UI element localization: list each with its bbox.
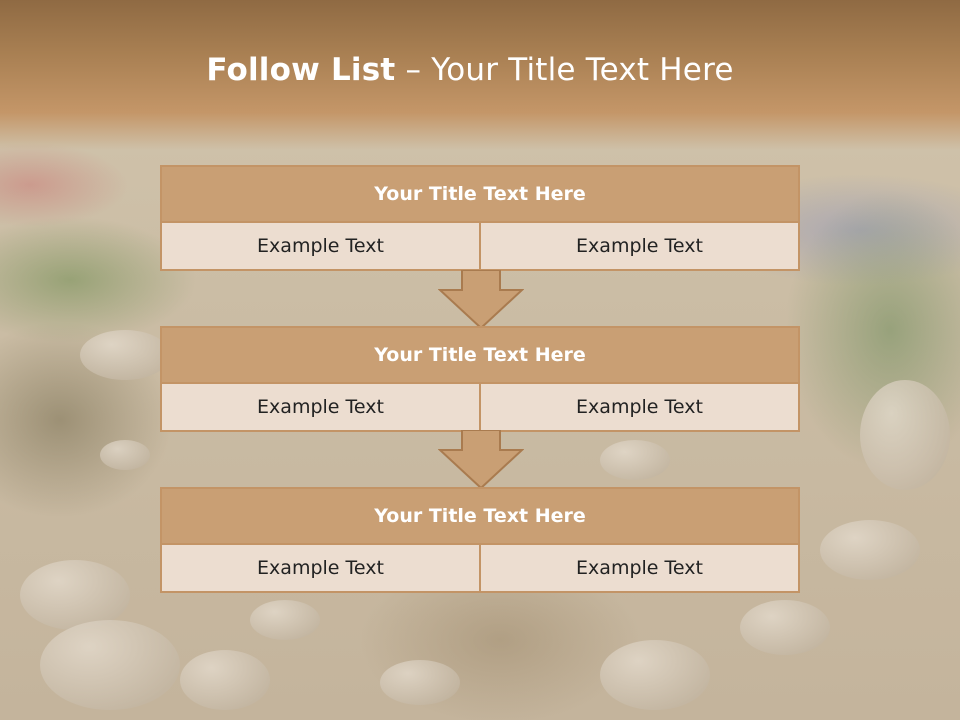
down-arrow-icon — [438, 270, 524, 330]
step-left-text: Example Text — [162, 223, 479, 269]
slide-title-bold: Follow List — [206, 52, 396, 88]
step-heading: Your Title Text Here — [162, 167, 798, 223]
step-left-text: Example Text — [162, 545, 479, 591]
step-right-text: Example Text — [479, 384, 798, 430]
step-right-text: Example Text — [479, 545, 798, 591]
slide-header-band — [0, 0, 960, 150]
step-left-text: Example Text — [162, 384, 479, 430]
step-right-text: Example Text — [479, 223, 798, 269]
step-box-3: Your Title Text Here Example Text Exampl… — [160, 487, 800, 593]
down-arrow-icon — [438, 430, 524, 490]
step-heading: Your Title Text Here — [162, 489, 798, 545]
step-box-1: Your Title Text Here Example Text Exampl… — [160, 165, 800, 271]
step-box-2: Your Title Text Here Example Text Exampl… — [160, 326, 800, 432]
slide-title-rest: – Your Title Text Here — [395, 52, 734, 88]
slide-title: Follow List – Your Title Text Here — [0, 52, 940, 88]
step-heading: Your Title Text Here — [162, 328, 798, 384]
